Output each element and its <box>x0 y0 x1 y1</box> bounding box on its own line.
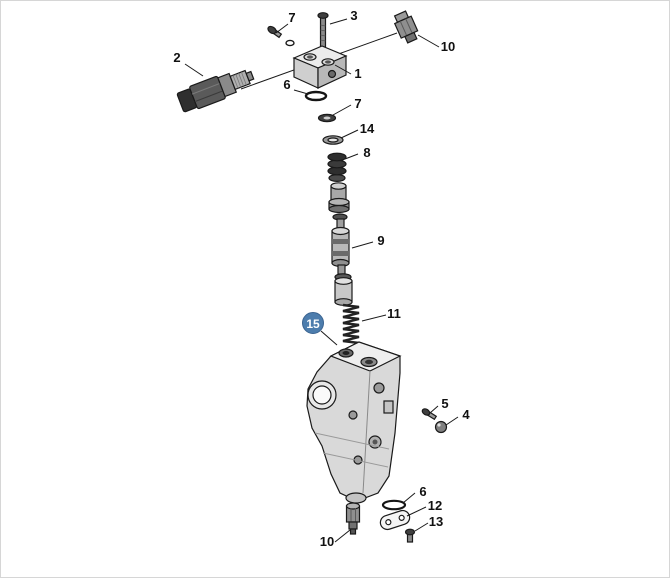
callout-2[interactable]: 2 <box>173 50 180 65</box>
leader-7-mid <box>332 104 352 116</box>
leader-6-upper <box>293 89 309 95</box>
leader-15 <box>320 330 338 346</box>
part-spool-9 <box>331 226 353 306</box>
callout-14[interactable]: 14 <box>360 121 375 136</box>
callout-12[interactable]: 12 <box>428 498 442 513</box>
callout-10-bottom[interactable]: 10 <box>320 534 334 549</box>
part-disc-stack-8 <box>327 152 347 183</box>
part-washer-7-mid <box>317 113 337 123</box>
leader-1 <box>334 64 352 75</box>
part-bolt-5 <box>421 408 438 421</box>
part-bolt-3 <box>317 12 329 48</box>
leader-11 <box>361 314 387 322</box>
leader-4 <box>445 416 459 426</box>
part-fitting-10-bottom <box>345 502 361 535</box>
callout-6-upper[interactable]: 6 <box>283 77 290 92</box>
callout-9[interactable]: 9 <box>377 233 384 248</box>
part-oring-6-upper <box>304 90 328 102</box>
leader-13 <box>414 522 429 532</box>
callout-13[interactable]: 13 <box>429 514 443 529</box>
part-plug-7-top <box>267 25 283 39</box>
part-valve-block-1 <box>292 45 348 89</box>
callout-15-badge-circle[interactable] <box>302 312 324 334</box>
leader-2 <box>184 63 204 77</box>
part-poppet-stack <box>328 182 350 231</box>
part-fitting-10-top <box>393 10 419 44</box>
leader-14 <box>340 129 359 139</box>
part-washer-7-top <box>285 39 295 47</box>
leader-8 <box>344 153 359 160</box>
callout-8[interactable]: 8 <box>363 145 370 160</box>
callouts: 7 3 10 2 1 6 7 14 8 9 11 15 5 4 6 12 13 … <box>173 8 470 549</box>
part-ball-4 <box>434 420 448 434</box>
leader-3 <box>329 18 348 25</box>
part-solenoid-2 <box>176 69 255 113</box>
callout-15-badge[interactable]: 15 <box>302 312 324 334</box>
callout-7-top[interactable]: 7 <box>288 10 295 25</box>
leader-7-top <box>275 23 289 34</box>
leader-10-top <box>417 34 440 48</box>
callout-15[interactable]: 15 <box>306 317 320 331</box>
callout-1[interactable]: 1 <box>354 66 361 81</box>
callout-5[interactable]: 5 <box>441 396 448 411</box>
callout-4[interactable]: 4 <box>462 407 470 422</box>
leader-9 <box>351 241 374 249</box>
part-spring-11 <box>342 303 360 345</box>
part-ring-14 <box>322 135 344 145</box>
leader-5 <box>429 405 439 414</box>
callout-3[interactable]: 3 <box>350 8 357 23</box>
callout-10-top[interactable]: 10 <box>441 39 455 54</box>
leader-lines <box>184 18 459 543</box>
part-oring-6-lower <box>381 499 407 511</box>
leader-6-lower <box>402 492 416 504</box>
part-screw-13 <box>404 528 416 543</box>
leader-10-bottom <box>334 529 351 543</box>
leader-12 <box>406 506 427 517</box>
part-gasket-12 <box>379 509 411 531</box>
callout-11[interactable]: 11 <box>387 306 401 321</box>
callout-6-lower[interactable]: 6 <box>419 484 426 499</box>
part-valve-body <box>306 341 402 504</box>
callout-7-mid[interactable]: 7 <box>354 96 361 111</box>
